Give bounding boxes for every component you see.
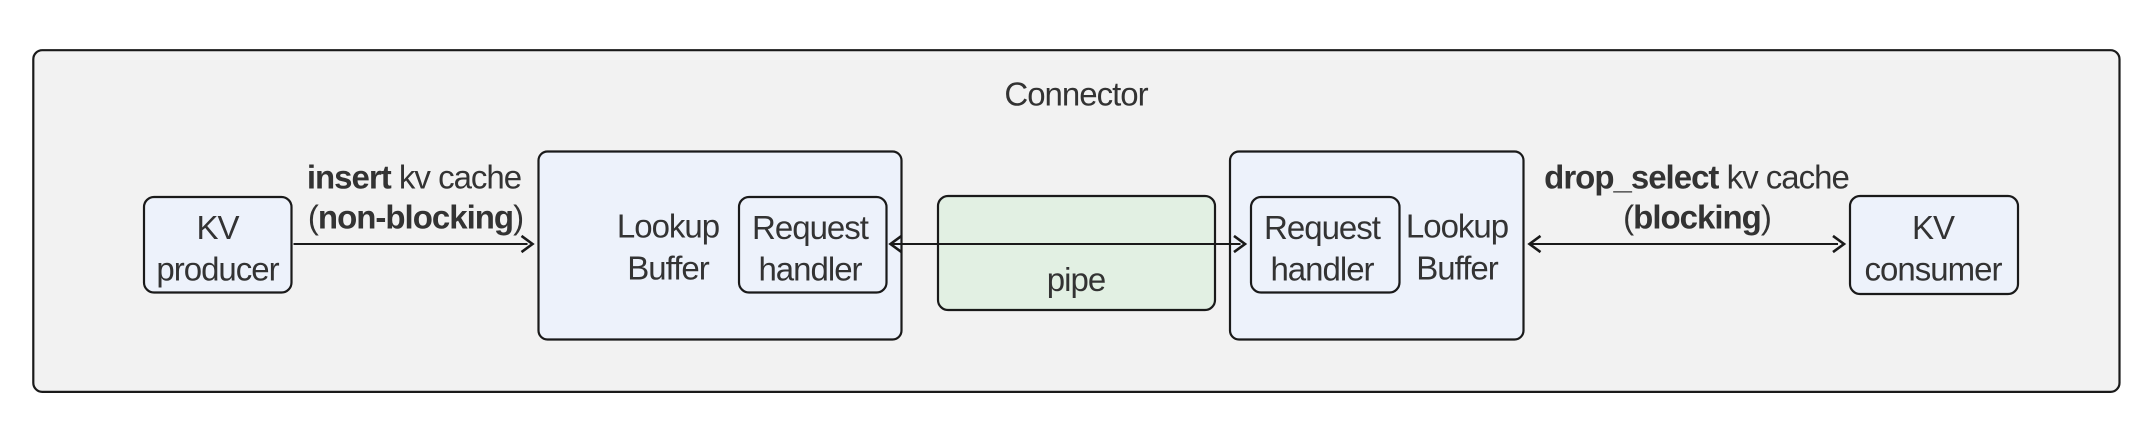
svg-text:Request: Request bbox=[752, 209, 869, 246]
svg-text:drop_select kv cache: drop_select kv cache bbox=[1544, 159, 1849, 196]
svg-text:Connector: Connector bbox=[1004, 75, 1148, 112]
svg-text:Buffer: Buffer bbox=[627, 250, 709, 287]
svg-text:handler: handler bbox=[758, 251, 862, 288]
svg-text:handler: handler bbox=[1270, 251, 1374, 288]
svg-text:(blocking): (blocking) bbox=[1623, 199, 1771, 236]
svg-text:insert kv cache: insert kv cache bbox=[307, 159, 521, 196]
svg-text:Lookup: Lookup bbox=[1406, 208, 1508, 245]
svg-text:producer: producer bbox=[156, 251, 279, 288]
svg-text:consumer: consumer bbox=[1865, 251, 2003, 288]
svg-text:KV: KV bbox=[1912, 209, 1955, 246]
svg-text:KV: KV bbox=[196, 209, 239, 246]
svg-text:Buffer: Buffer bbox=[1416, 250, 1498, 287]
svg-text:pipe: pipe bbox=[1047, 261, 1105, 298]
svg-text:(non-blocking): (non-blocking) bbox=[308, 199, 523, 236]
svg-text:Lookup: Lookup bbox=[617, 208, 719, 245]
svg-text:Request: Request bbox=[1264, 209, 1381, 246]
